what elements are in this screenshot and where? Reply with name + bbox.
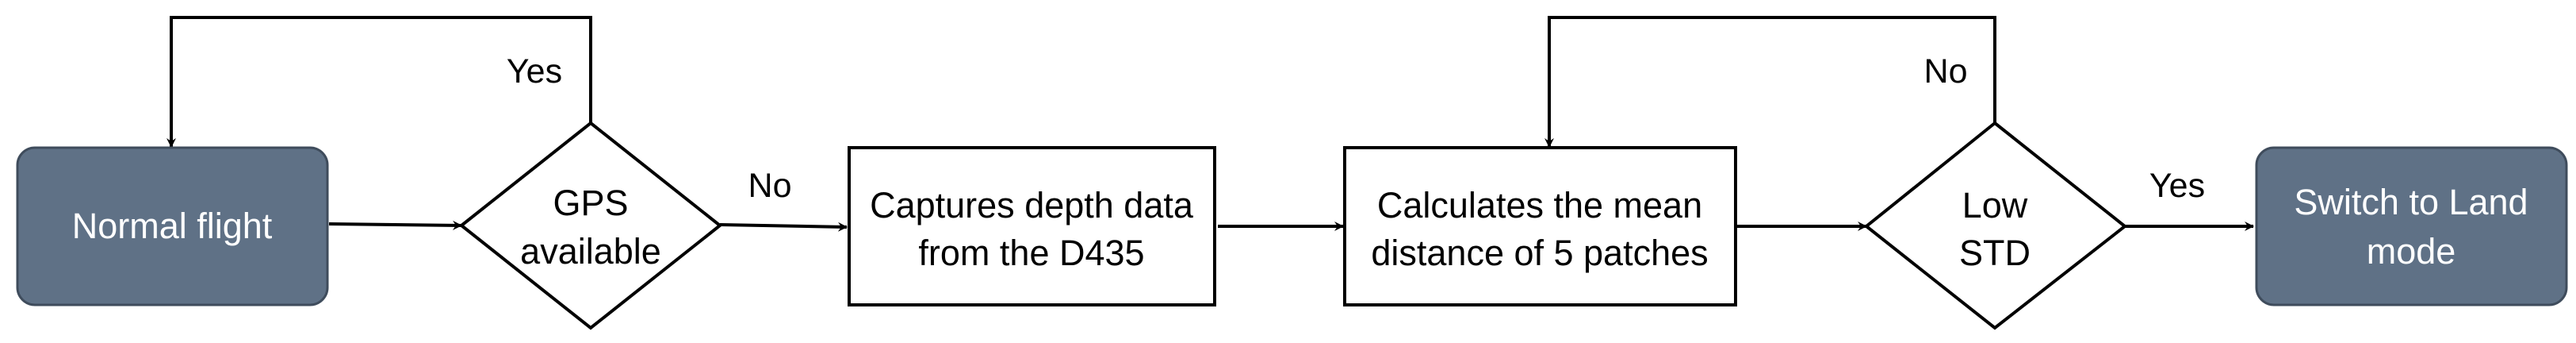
edge-label-gps-no: No bbox=[748, 167, 792, 205]
node-calc-mean bbox=[1343, 146, 1737, 306]
edge-gps-no bbox=[719, 222, 848, 232]
label-calc-line2: distance of 5 patches bbox=[1371, 233, 1708, 273]
label-capture-line1: Captures depth data bbox=[870, 185, 1194, 225]
node-low-std bbox=[1863, 121, 2128, 330]
edge-label-gps-yes: Yes bbox=[507, 52, 562, 91]
label-gps-line1: GPS bbox=[553, 183, 628, 223]
label-capture-line2: from the D435 bbox=[918, 233, 1144, 273]
label-std-line2: STD bbox=[1959, 233, 2031, 273]
edge-gps-yes-loop bbox=[167, 16, 592, 148]
label-std-line1: Low bbox=[1962, 185, 2028, 225]
label-switch-line2: mode bbox=[2367, 231, 2456, 272]
label-calc-line1: Calculates the mean bbox=[1377, 185, 1702, 225]
label-normal-flight: Normal flight bbox=[72, 206, 273, 246]
node-switch-land bbox=[2255, 146, 2568, 306]
edge-std-no-loop bbox=[1544, 16, 1996, 148]
label-gps-line2: available bbox=[520, 231, 661, 272]
edge-label-std-no: No bbox=[1924, 52, 1968, 91]
node-normal-flight bbox=[16, 146, 329, 306]
node-capture-depth bbox=[848, 146, 1216, 306]
label-switch-line1: Switch to Land bbox=[2294, 182, 2528, 222]
node-gps-available bbox=[458, 121, 723, 330]
edge-normal-to-gps bbox=[328, 220, 462, 230]
edge-label-std-yes: Yes bbox=[2149, 167, 2205, 205]
